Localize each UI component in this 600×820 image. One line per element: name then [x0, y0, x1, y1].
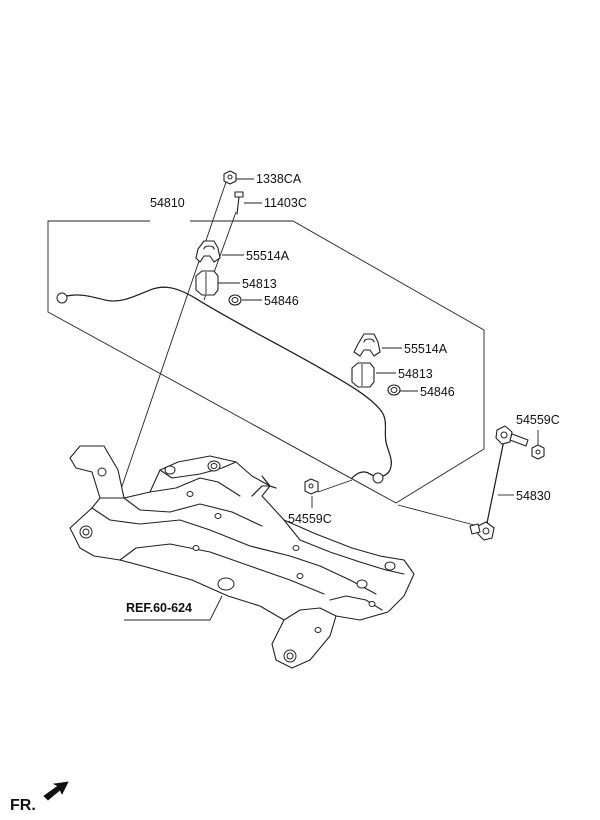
stabilizer-link-54830: [469, 425, 529, 541]
callout-11403c: 11403C: [264, 196, 307, 210]
front-label: FR.: [10, 797, 36, 814]
callout-54813-right: 54813: [398, 367, 433, 381]
callout-1338ca: 1338CA: [256, 172, 302, 186]
callout-54846-right: 54846: [420, 385, 455, 399]
ring-54846-right: [387, 384, 401, 396]
leader-lines: [117, 178, 539, 621]
callout-55514a-right: 55514A: [404, 342, 448, 356]
stabilizer-bar-group-outline: [47, 220, 485, 504]
callout-54846-left: 54846: [264, 294, 299, 308]
front-direction-arrow-icon: [43, 781, 69, 801]
bushing-54813-left: [195, 270, 219, 296]
callout-55514a-left: 55514A: [246, 249, 290, 263]
bracket-55514a-left: [195, 240, 221, 263]
ring-54846-left: [228, 294, 242, 306]
nut-1338ca: [223, 170, 237, 185]
callout-54810: 54810: [150, 196, 185, 210]
nut-54559c-left: [304, 478, 319, 495]
callout-54830: 54830: [516, 489, 551, 503]
nut-54559c-right: [531, 444, 545, 460]
bolt-11403c: [234, 191, 244, 215]
callout-54813-left: 54813: [242, 277, 277, 291]
bracket-55514a-right: [353, 333, 381, 357]
bushing-54813-right: [351, 362, 375, 388]
reference-label: REF.60-624: [126, 601, 192, 615]
front-crossmember: [69, 445, 415, 669]
callout-labels: 1338CA 11403C 54810 55514A 54813 54846 5…: [126, 172, 560, 615]
callout-54559c-right: 54559C: [516, 413, 560, 427]
callout-54559c-left: 54559C: [288, 512, 332, 526]
stabilizer-bar: [56, 286, 392, 484]
front-orientation-mark: FR.: [10, 781, 69, 814]
